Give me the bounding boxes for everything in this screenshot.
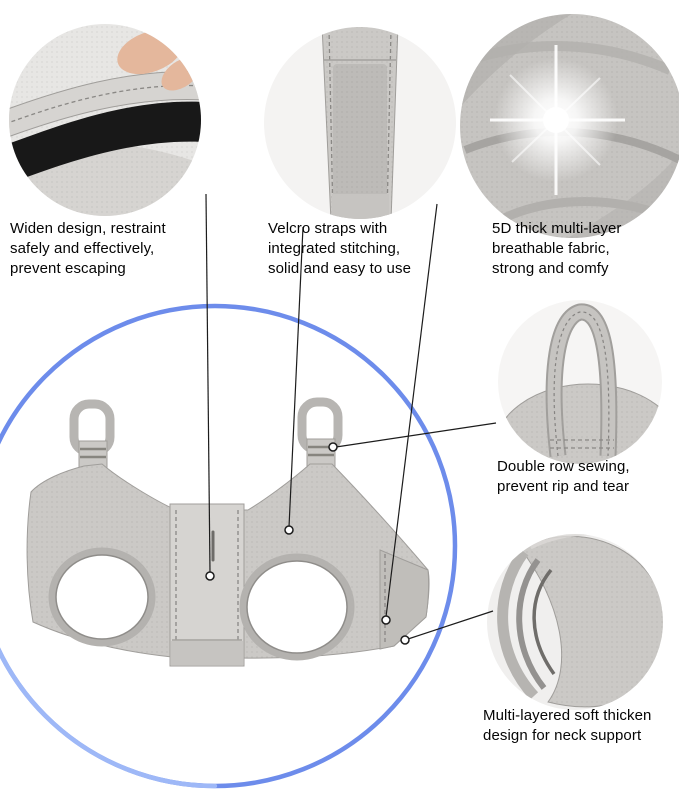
callout-image-5d-fabric	[460, 14, 679, 238]
callout-image-double-row-sewing	[498, 300, 662, 464]
leader-line-neck-support	[407, 610, 494, 640]
mesh-texture	[520, 536, 663, 707]
callout-text-5d-fabric: 5D thick multi-layer breathable fabric, …	[492, 219, 622, 279]
layer-edge-inner	[532, 568, 556, 676]
callout-text-line: safely and effectively,	[10, 240, 155, 257]
mesh-texture	[333, 64, 387, 208]
callout-text-line: strong and comfy	[492, 260, 609, 277]
callout-text-line: Multi-layered soft thicken	[483, 707, 652, 724]
left-leg-hole-binding	[48, 547, 156, 647]
callout-image-velcro-straps	[264, 27, 456, 219]
band-end-tab	[171, 641, 243, 665]
fabric-fold	[468, 41, 672, 75]
product-illustration	[26, 397, 430, 667]
callout-text-double-row-sewing: Double row sewing, prevent rip and tear	[497, 457, 630, 497]
strap-stitching	[553, 311, 610, 457]
callout-image-widen-design	[9, 24, 201, 216]
left-leg-hole	[55, 554, 149, 640]
callout-text-line: solid and easy to use	[268, 260, 412, 277]
ring-highlight	[0, 303, 458, 789]
callout-text-line: design for neck support	[483, 727, 642, 744]
callout-text-velcro-straps: Velcro straps with integrated stitching,…	[268, 219, 411, 279]
layer-edge-middle	[516, 558, 547, 690]
callout-text-neck-support: Multi-layered soft thicken design for ne…	[483, 706, 652, 746]
anchor-dot-5d-fabric	[381, 615, 391, 625]
leader-line-double-row-sewing	[335, 422, 497, 448]
right-leg-hole-binding	[239, 553, 355, 661]
leader-line-5d-fabric	[385, 203, 438, 618]
black-restraint-pad	[9, 101, 201, 185]
callout-text-line: breathable fabric,	[492, 240, 610, 257]
flare-core	[543, 107, 569, 133]
center-velcro-band	[169, 503, 245, 667]
right-leg-hole	[246, 560, 348, 654]
callout-text-widen-design: Widen design, restraint safely and effec…	[10, 219, 166, 279]
callout-text-line: prevent escaping	[10, 260, 126, 277]
callout-text-line: Velcro straps with	[268, 220, 388, 237]
callout-text-line: 5D thick multi-layer	[492, 220, 622, 237]
anchor-dot-double-row-sewing	[328, 442, 338, 452]
anchor-dot-neck-support	[400, 635, 410, 645]
gray-strap	[9, 71, 201, 139]
leader-line-widen-design	[205, 193, 211, 574]
layer-edge-outer	[497, 548, 539, 700]
callout-text-line: Widen design, restraint	[10, 220, 166, 237]
callout-text-line: prevent rip and tear	[497, 478, 630, 495]
anchor-dot-velcro-straps	[284, 525, 294, 535]
anchor-dot-widen-design	[205, 571, 215, 581]
hero-ring	[0, 303, 458, 789]
leader-lines	[205, 193, 497, 645]
callout-text-line: integrated stitching,	[268, 240, 401, 257]
mesh-texture	[498, 384, 662, 464]
callout-image-neck-support	[487, 534, 663, 710]
strap-fold	[332, 194, 389, 219]
leader-line-velcro-straps	[288, 226, 304, 528]
callout-text-line: Double row sewing,	[497, 458, 630, 475]
